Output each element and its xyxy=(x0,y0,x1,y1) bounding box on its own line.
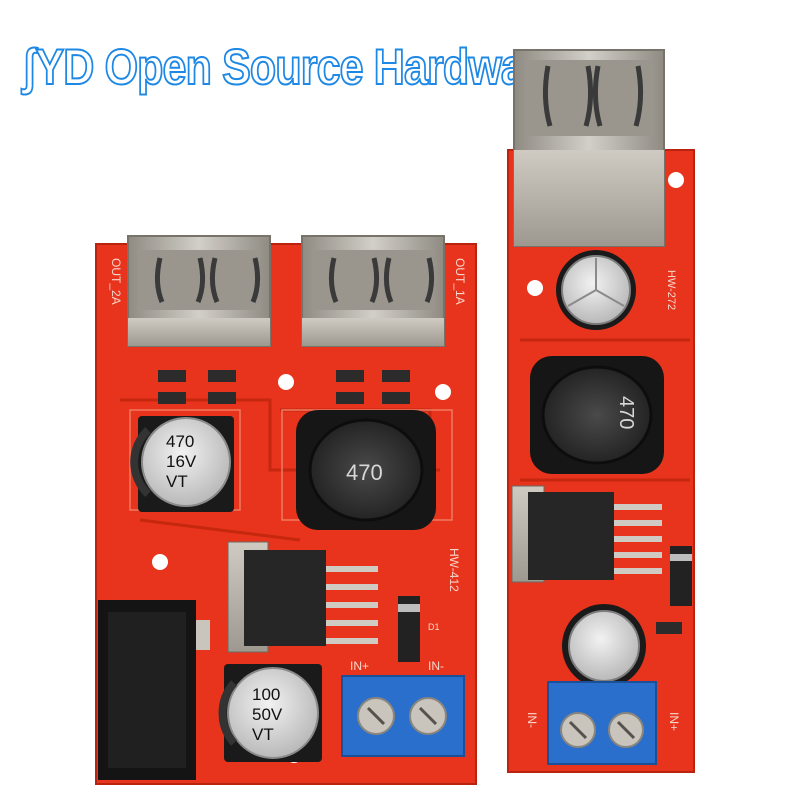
inductor: 470 xyxy=(296,410,436,530)
left-board: OUT_2A OUT_1A 470 16V VT xyxy=(95,235,477,785)
mount-hole xyxy=(278,374,294,390)
capacitor-100uf: 100 50V VT xyxy=(218,664,322,762)
right-in-plus-label: IN+ xyxy=(667,712,681,731)
right-in-minus-label: IN- xyxy=(525,712,539,728)
right-capacitor-top xyxy=(556,250,636,330)
right-board: HW-272 470 xyxy=(507,49,695,773)
screw-terminal xyxy=(341,675,465,757)
cap-top-line2: 16V xyxy=(166,452,197,471)
out-1a-label: OUT_1A xyxy=(453,258,467,305)
smd-resistors xyxy=(158,370,410,404)
usb-port-2a xyxy=(127,235,271,347)
left-in-minus-label: IN- xyxy=(428,659,444,673)
mount-hole xyxy=(527,280,543,296)
usb-port-1a xyxy=(301,235,445,347)
diode-label: D1 xyxy=(428,622,440,632)
left-in-plus-label: IN+ xyxy=(350,659,369,673)
right-model-label: HW-272 xyxy=(665,270,677,310)
right-inductor-marking: 470 xyxy=(615,396,637,429)
mount-hole xyxy=(152,554,168,570)
right-inductor: 470 xyxy=(530,356,664,474)
left-model-label: HW-412 xyxy=(447,548,461,592)
right-capacitor-bottom xyxy=(562,604,646,688)
mount-hole xyxy=(668,172,684,188)
inductor-marking: 470 xyxy=(346,460,383,485)
cap-top-line1: 470 xyxy=(166,432,194,451)
out-2a-label: OUT_2A xyxy=(109,258,123,305)
cap-bottom-line2: 50V xyxy=(252,705,283,724)
usb-port xyxy=(513,49,665,247)
right-regulator-ic xyxy=(511,485,662,583)
cap-top-line3: VT xyxy=(166,472,188,491)
cap-bottom-line1: 100 xyxy=(252,685,280,704)
dc-barrel-jack xyxy=(98,600,210,780)
diode: D1 xyxy=(398,596,440,662)
capacitor-470uf: 470 16V VT xyxy=(130,416,234,512)
right-diode xyxy=(670,546,692,606)
right-screw-terminal xyxy=(547,681,657,765)
cap-bottom-line3: VT xyxy=(252,725,274,744)
mount-hole xyxy=(435,384,451,400)
regulator-ic xyxy=(227,541,378,653)
watermark-logo-glyph: ʃ xyxy=(21,38,37,96)
watermark-text: ʃYD Open Source Hardware xyxy=(21,38,564,96)
